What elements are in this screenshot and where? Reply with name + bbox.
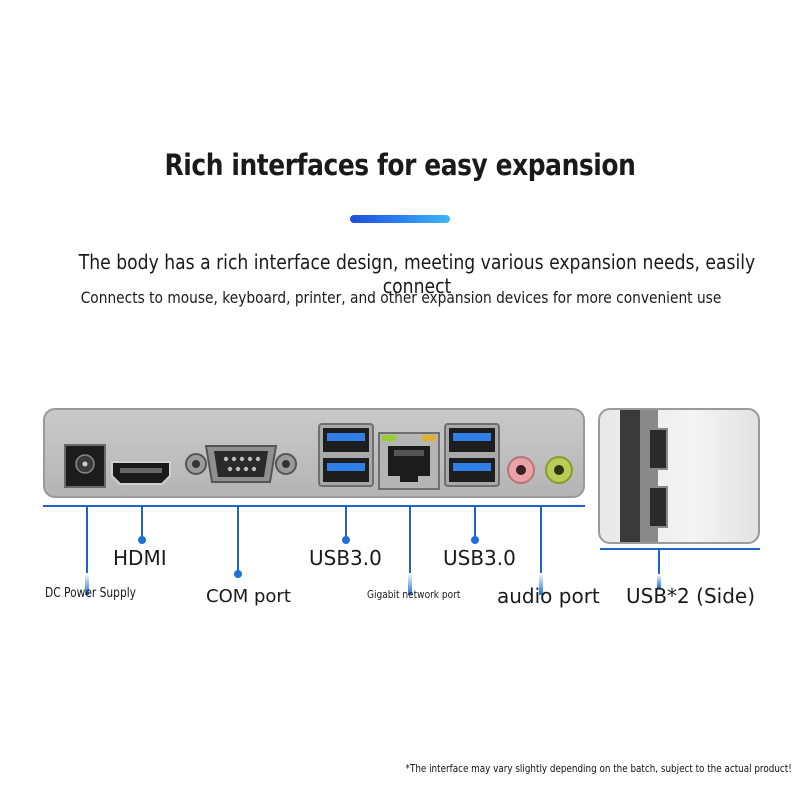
label-usb30-right: USB3.0 <box>443 546 516 570</box>
label-audio-port: audio port <box>497 584 600 608</box>
callout-line-side-usb <box>658 550 660 574</box>
panel-baseline <box>43 505 585 507</box>
label-hdmi: HDMI <box>113 546 167 570</box>
com-serial-port-icon <box>184 442 298 486</box>
usb30-right-stack-icon <box>444 423 500 487</box>
audio-line-jack-icon <box>544 455 574 485</box>
label-com-port: COM port <box>206 586 291 607</box>
label-usb30-left: USB3.0 <box>309 546 382 570</box>
audio-mic-jack-icon <box>506 455 536 485</box>
callout-line-usb-right <box>474 507 476 537</box>
footnote: *The interface may vary slightly dependi… <box>405 762 792 775</box>
callout-line-com <box>237 507 239 571</box>
label-side-usb: USB*2 (Side) <box>626 584 755 608</box>
page-title: Rich interfaces for easy expansion <box>164 148 636 182</box>
subtitle-line-1: The body has a rich interface design, me… <box>78 250 756 298</box>
title-accent-bar <box>350 215 450 223</box>
label-gigabit-port: Gigabit network port <box>367 588 461 601</box>
dc-power-jack-icon <box>64 444 106 488</box>
subtitle-line-2: Connects to mouse, keyboard, printer, an… <box>80 288 722 307</box>
callout-line-audio <box>540 507 542 573</box>
side-usb-port-icon <box>648 486 668 528</box>
usb30-left-stack-icon <box>318 423 374 487</box>
ethernet-port-icon <box>378 432 440 490</box>
side-baseline <box>600 548 760 550</box>
callout-line-dc <box>86 507 88 573</box>
label-dc-power: DC Power Supply <box>45 586 136 601</box>
side-io-panel <box>598 408 760 544</box>
side-usb-port-icon <box>648 428 668 470</box>
callout-line-hdmi <box>141 507 143 537</box>
hdmi-port-icon <box>110 460 172 486</box>
callout-line-usb-left <box>345 507 347 537</box>
callout-line-ethernet <box>409 507 411 573</box>
